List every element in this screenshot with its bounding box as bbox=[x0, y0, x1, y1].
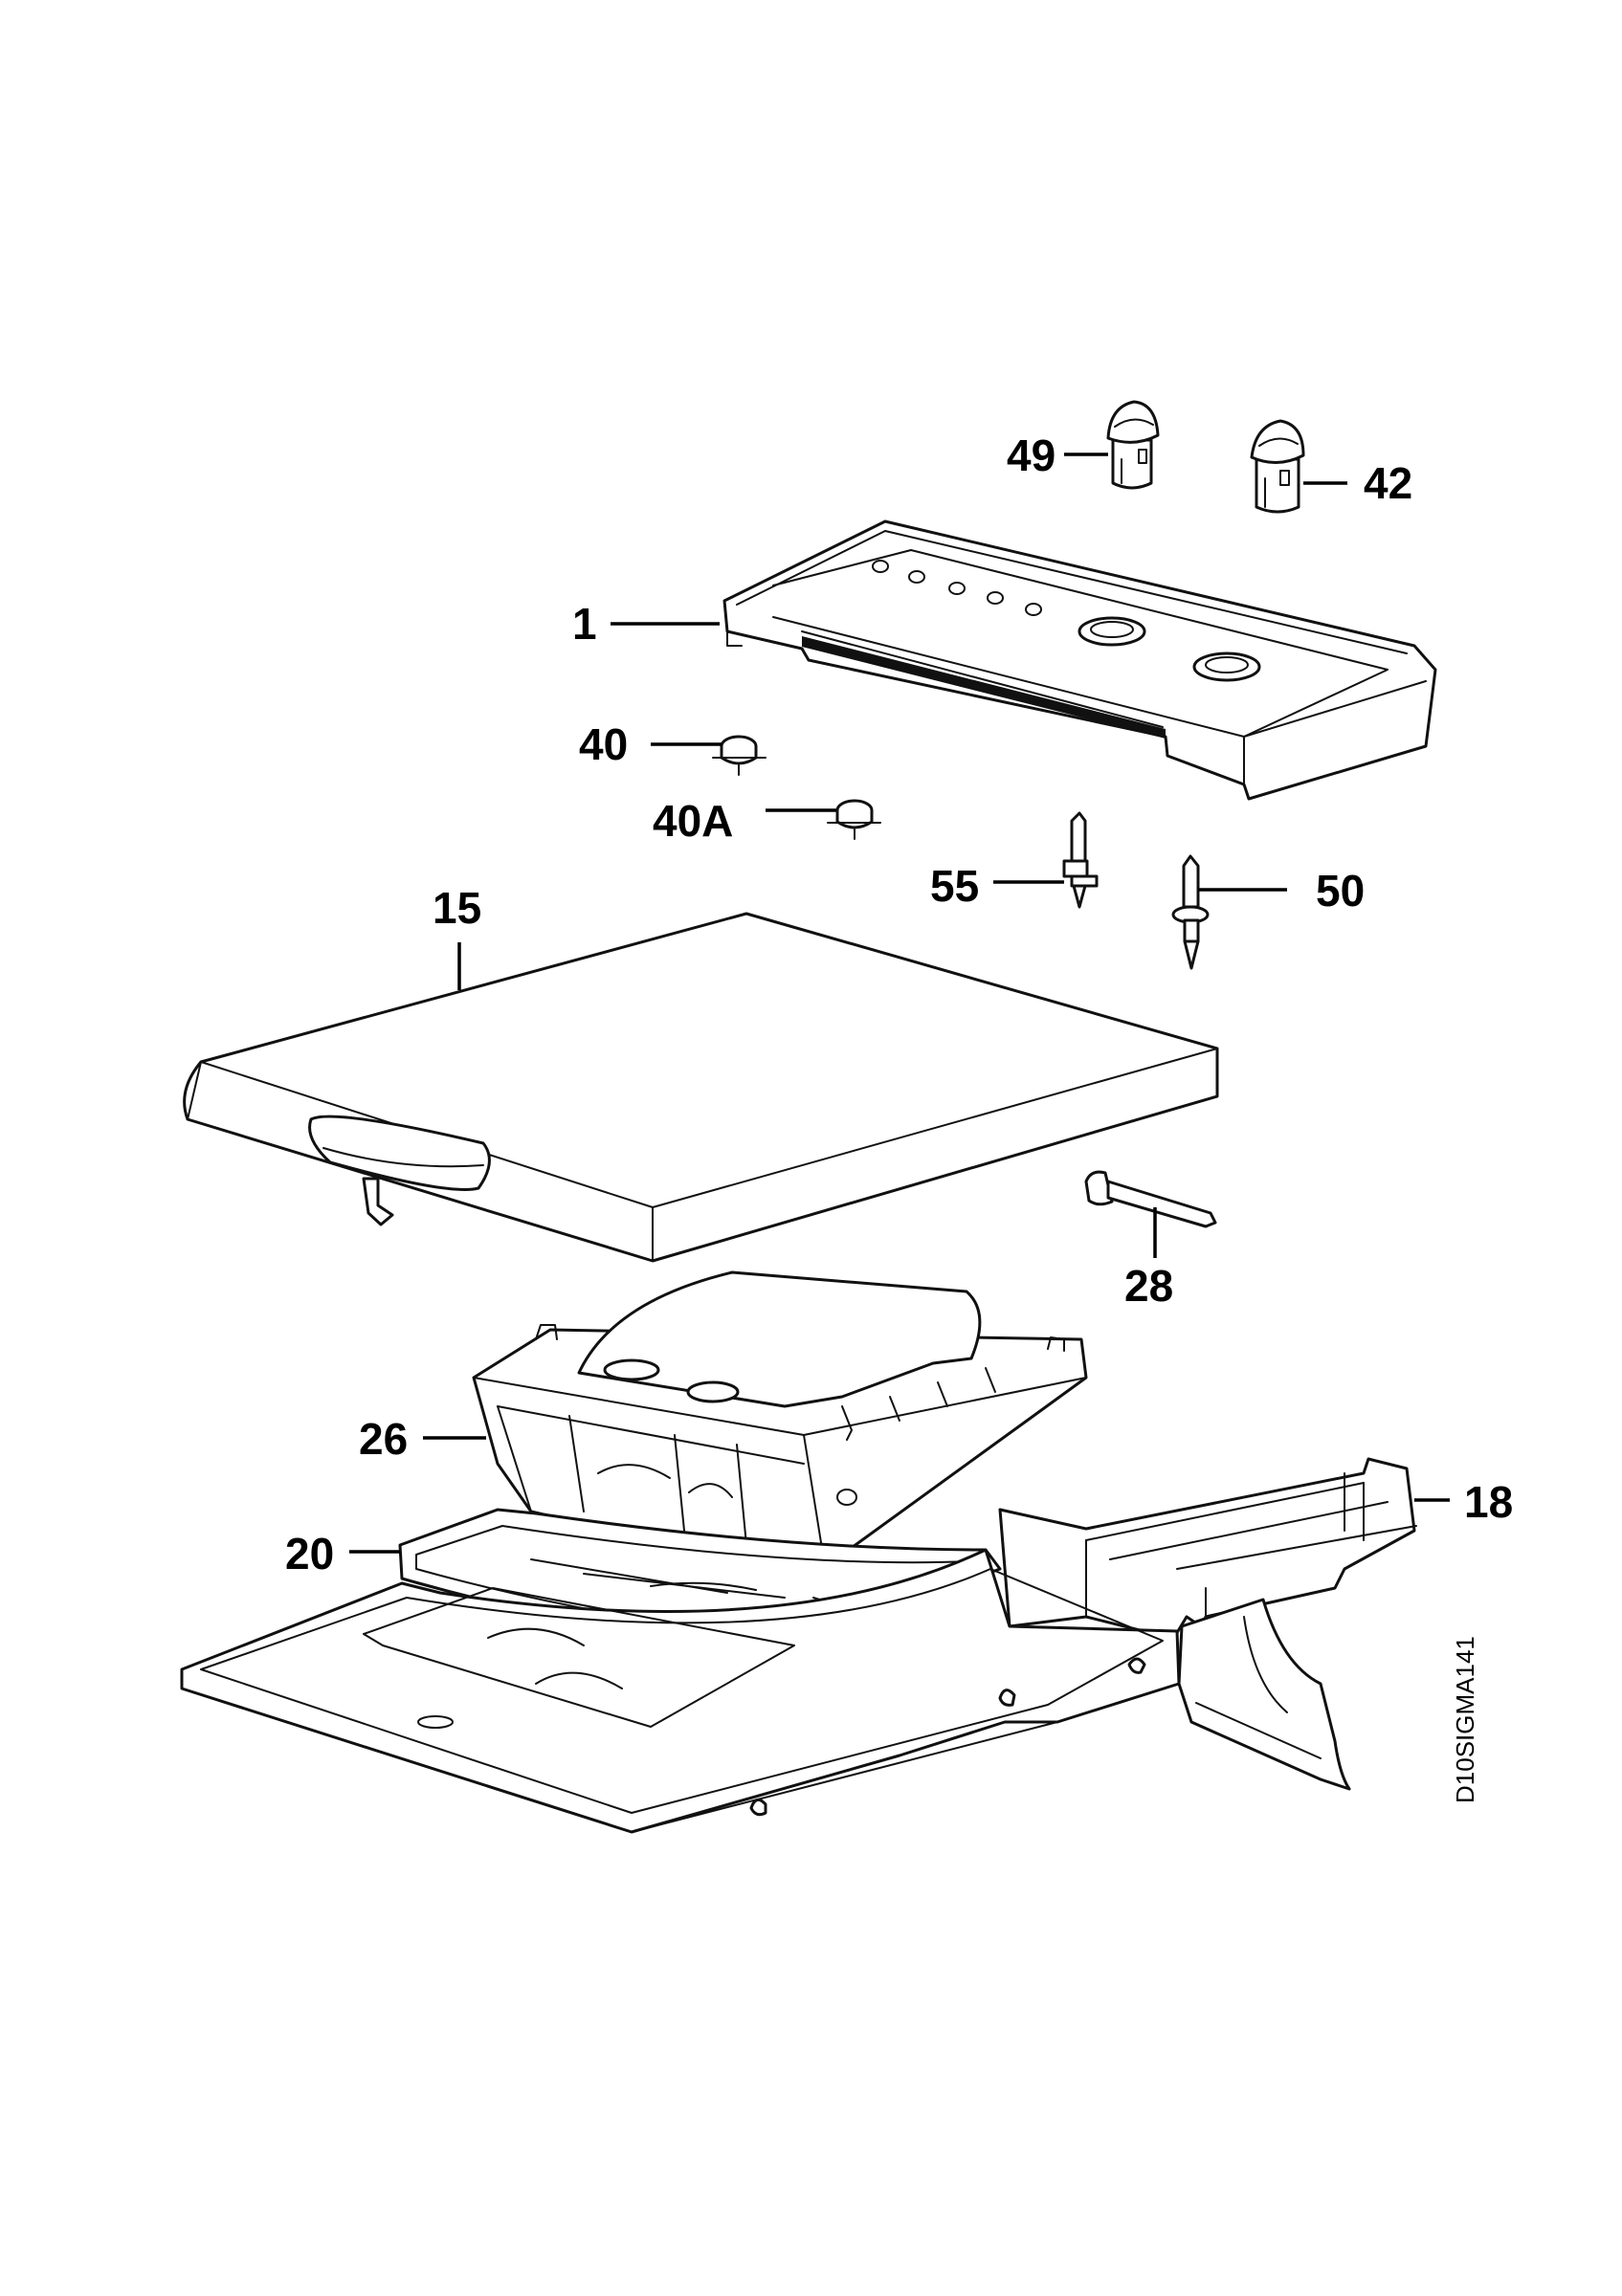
dispenser-part-26 bbox=[472, 1270, 1088, 1561]
callout-40: 40 bbox=[579, 719, 628, 769]
callout-26: 26 bbox=[359, 1414, 408, 1464]
button-part-40a bbox=[827, 799, 881, 840]
callout-20: 20 bbox=[285, 1529, 334, 1578]
callout-50: 50 bbox=[1316, 866, 1365, 916]
knob-part-49 bbox=[1106, 400, 1160, 490]
pin-part-50 bbox=[1171, 854, 1210, 970]
base-tray bbox=[180, 1548, 1181, 1834]
callout-18: 18 bbox=[1464, 1477, 1513, 1527]
leader-lines bbox=[349, 453, 1450, 1554]
drawing-code: D10SIGMA141 bbox=[1451, 1636, 1479, 1803]
lid-part-15 bbox=[183, 912, 1219, 1263]
button-part-40 bbox=[712, 735, 767, 776]
control-panel-part-1 bbox=[722, 519, 1437, 801]
callout-28: 28 bbox=[1124, 1261, 1173, 1311]
rod-part-28 bbox=[1084, 1170, 1217, 1228]
knob-part-42 bbox=[1250, 419, 1305, 514]
callout-labels: 49 42 1 40 40A 55 50 15 28 26 20 18 bbox=[285, 430, 1513, 1578]
support-part-18 bbox=[998, 1457, 1417, 1791]
callout-49: 49 bbox=[1007, 430, 1055, 480]
light-pipe-part-55 bbox=[1062, 811, 1099, 909]
callout-15: 15 bbox=[433, 883, 481, 933]
callout-1: 1 bbox=[572, 599, 597, 649]
callout-55: 55 bbox=[930, 861, 979, 911]
callout-40a: 40A bbox=[653, 796, 733, 846]
callout-42: 42 bbox=[1364, 458, 1412, 508]
